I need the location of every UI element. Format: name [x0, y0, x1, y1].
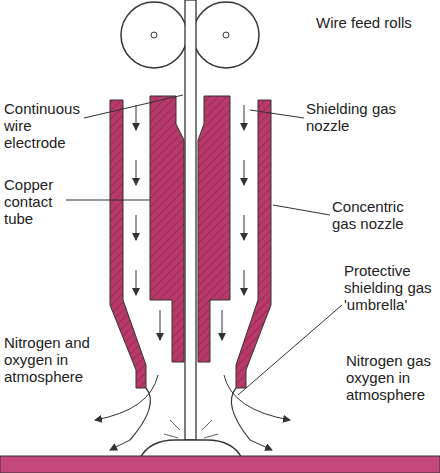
part-label: Wire feed rolls — [316, 14, 426, 31]
part-label: Nitrogen gas oxygen in atmosphere — [346, 352, 436, 403]
feed-roll — [121, 2, 187, 68]
wire-electrode — [185, 0, 196, 440]
part-label: Protective shielding gas 'umbrella' — [344, 262, 434, 313]
gas-nozzle — [110, 100, 146, 388]
contact-tube — [150, 96, 184, 362]
workpiece — [0, 456, 440, 473]
gas-nozzle — [236, 100, 271, 388]
part-label: Concentric gas nozzle — [332, 198, 432, 232]
weld-pool — [140, 440, 242, 458]
part-label: Nitrogen and oxygen in atmosphere — [4, 334, 116, 385]
feed-roll — [193, 2, 259, 68]
contact-tube — [198, 96, 230, 362]
part-label: Shielding gas nozzle — [306, 100, 424, 134]
part-label: Copper contact tube — [4, 176, 70, 227]
part-label: Continuous wire electrode — [4, 100, 86, 151]
leader-line — [66, 95, 342, 395]
